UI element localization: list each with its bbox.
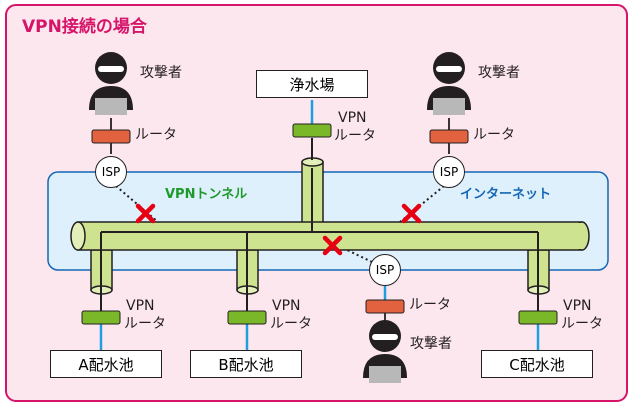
vpn-router-label-b: ルータ [270,316,312,332]
site-water-plant: 浄水場 [256,70,368,98]
attacker-label-right: 攻撃者 [478,65,520,81]
attacker-label-bottom: 攻撃者 [410,336,452,352]
site-pool-c: C配水池 [481,350,593,378]
isp-node-bottom: ISP [369,254,401,286]
diagram-title: VPN接続の場合 [22,17,147,37]
isp-node-right: ISP [433,156,465,188]
attacker-routers [91,129,469,314]
attacker-label-left: 攻撃者 [140,65,182,81]
block-x-marks [135,203,422,256]
router-label-right: ルータ [473,127,515,143]
vpn-label-c: VPN [563,298,592,314]
vpn-router-label-a: ルータ [124,316,166,332]
router-label-left: ルータ [135,127,177,143]
internet-label: インターネット [460,187,552,202]
vpn-label-plant: VPN [338,110,367,126]
router-label-bottom: ルータ [409,297,451,313]
vpn-routers [81,123,558,325]
vpn-router-label-plant: ルータ [334,128,376,144]
vpn-label-a: VPN [126,298,155,314]
site-pool-a: A配水池 [50,350,162,378]
vpn-tunnel-label: VPNトンネル [165,187,248,202]
tunnel-lines [100,138,539,312]
isp-node-left: ISP [95,156,127,188]
vpn-router-label-c: ルータ [561,316,603,332]
vpn-label-b: VPN [272,298,301,314]
attacker-figures [89,52,471,383]
site-pool-b: B配水池 [190,350,302,378]
